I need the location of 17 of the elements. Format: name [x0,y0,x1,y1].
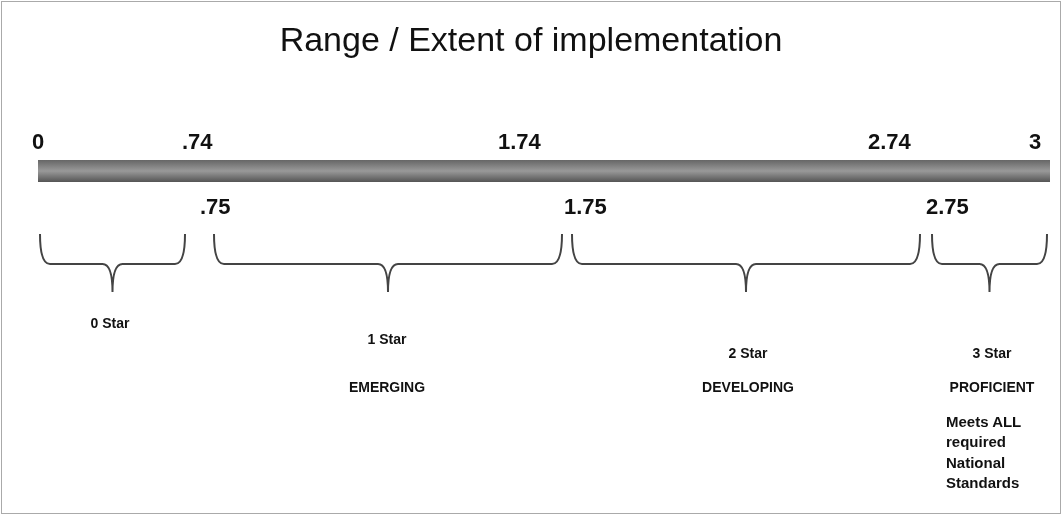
level-label: 1 Star [367,330,407,349]
level-label: Meets ALL required National Standards [946,412,1022,493]
scale-value: 2.74 [868,128,911,156]
level-label: 3 Star [972,344,1012,363]
scale-value: 3 [1029,128,1042,156]
scale-value: 1.74 [498,128,541,156]
scale-value: 0 [32,128,45,156]
level-label: 2 Star [728,344,768,363]
diagram-title: Range / Extent of implementation [278,20,784,59]
level-label: 0 Star [90,314,130,333]
scale-value: 1.75 [564,193,607,221]
scale-value: 2.75 [926,193,969,221]
scale-value: .75 [200,193,231,221]
level-label: EMERGING [348,378,426,397]
level-label: DEVELOPING [702,378,794,397]
level-label: PROFICIENT [949,378,1035,397]
scale-value: .74 [182,128,213,156]
